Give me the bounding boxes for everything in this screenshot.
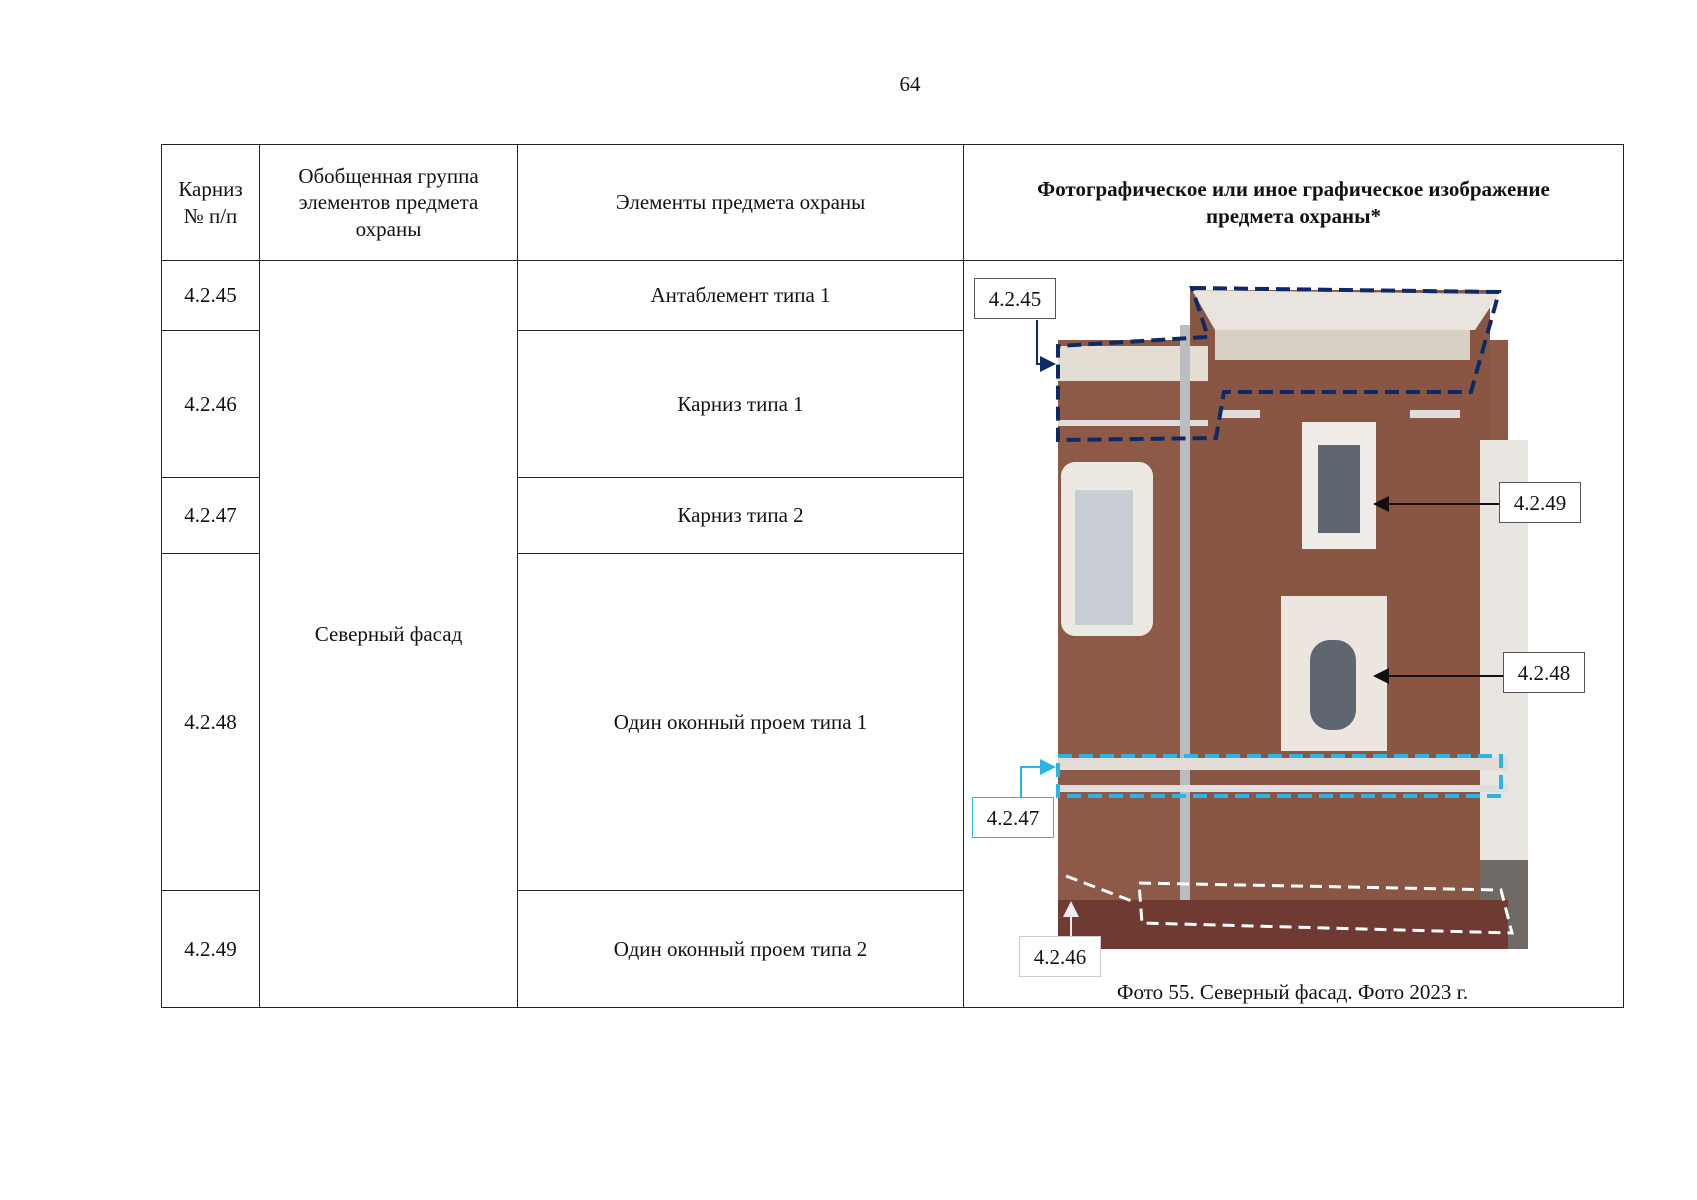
row-number: 4.2.49 bbox=[161, 890, 260, 1008]
row-number: 4.2.47 bbox=[161, 477, 260, 554]
row-element: Один оконный проем типа 2 bbox=[517, 890, 964, 1008]
photo-cell bbox=[963, 260, 1624, 1008]
label-4-2-48: 4.2.48 bbox=[1503, 652, 1585, 693]
row-element: Карниз типа 2 bbox=[517, 477, 964, 554]
photo-caption: Фото 55. Северный фасад. Фото 2023 г. bbox=[1116, 980, 1469, 1004]
table-row: 4.2.45 Северный фасад Антаблемент типа 1 bbox=[161, 260, 1624, 1008]
table-row: 4.2.48 Один оконный проем типа 1 bbox=[161, 553, 1624, 891]
label-4-2-49: 4.2.49 bbox=[1499, 482, 1581, 523]
row-number: 4.2.46 bbox=[161, 330, 260, 478]
row-element: Карниз типа 1 bbox=[517, 330, 964, 478]
table-header-row: Карниз № п/п Обобщенная группа элементов… bbox=[161, 144, 1624, 261]
label-4-2-45: 4.2.45 bbox=[974, 278, 1056, 319]
header-photo: Фотографическое или иное графическое изо… bbox=[963, 144, 1624, 261]
header-elements: Элементы предмета охраны bbox=[517, 144, 964, 261]
table-row: 4.2.49 Один оконный проем типа 2 bbox=[161, 890, 1624, 1008]
label-4-2-47: 4.2.47 bbox=[972, 797, 1054, 838]
protection-elements-table: Карниз № п/п Обобщенная группа элементов… bbox=[161, 144, 1624, 1008]
page-number: 64 bbox=[899, 72, 921, 96]
row-element: Один оконный проем типа 1 bbox=[517, 553, 964, 891]
header-number: Карниз № п/п bbox=[161, 144, 260, 261]
row-number: 4.2.45 bbox=[161, 260, 260, 331]
table-row: 4.2.46 Карниз типа 1 bbox=[161, 330, 1624, 478]
row-element: Антаблемент типа 1 bbox=[517, 260, 964, 331]
group-cell: Северный фасад bbox=[259, 260, 518, 1008]
header-group: Обобщенная группа элементов предмета охр… bbox=[259, 144, 518, 261]
row-number: 4.2.48 bbox=[161, 553, 260, 891]
label-4-2-46: 4.2.46 bbox=[1019, 936, 1101, 977]
